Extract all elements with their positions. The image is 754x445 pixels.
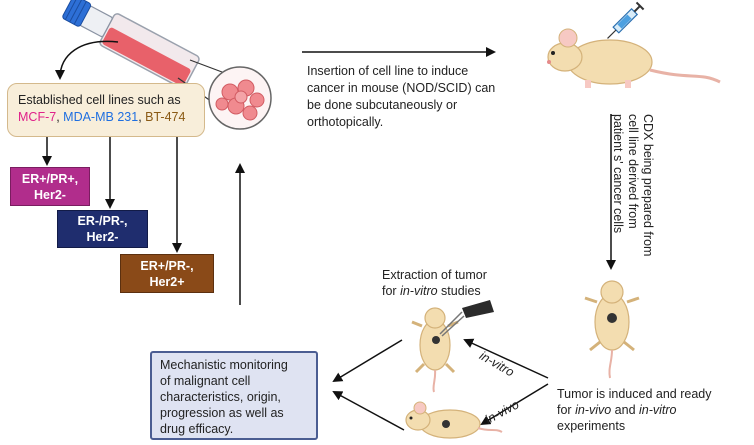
cdx-description: CDX being prepared from cell line derive… [607,114,662,274]
text-line: Tumor is induced and ready [557,387,712,401]
separator: , [138,110,146,124]
subtype-line: ER-/PR-, [77,214,128,228]
text-line: experiments [557,419,626,433]
forceps-glove-icon [439,300,494,337]
text-span: studies [437,284,481,298]
syringe-icon [607,1,645,39]
mouse-dissection-icon [411,307,459,393]
arrow-in-vitro [463,338,549,379]
arrow-to-monitoring-top [332,339,403,383]
mouse-icon [547,28,721,88]
subtype-er-pos-pr-neg-her2-pos: ER+/PR-, Her2+ [120,254,214,293]
monitoring-box: Mechanistic monitoring of malignant cell… [150,351,318,440]
culture-flask-icon [62,0,200,89]
text-span: and [611,403,639,417]
text-line: patient s' cancer cells [611,114,625,234]
text-line: be done subcutaneously or [307,98,458,112]
extraction-description: Extraction of tumor for in-vitro studies [382,267,542,299]
arrow-in-vivo [480,383,549,426]
subtype-er-pos-pr-pos-her2-neg: ER+/PR+, Her2- [10,167,90,206]
arrow-flask-to-cell-lines [55,40,119,80]
text-line: CDX being prepared from [641,114,655,257]
text-line: for in-vivo and in-vitro [557,402,747,418]
cell-lines-box: Established cell lines such as MCF-7, MD… [7,83,205,137]
separator: , [56,110,64,124]
text-line: for in-vitro studies [382,283,542,299]
cell-line-bt-474: BT-474 [145,110,186,124]
tumor-description: Tumor is induced and ready for in-vivo a… [557,386,747,434]
text-line: progression as well as [160,406,284,420]
text-line: cell line derived from [626,114,640,229]
text-span-italic: in-vitro [400,284,438,298]
text-line: Insertion of cell line to induce [307,64,469,78]
text-line: Mechanistic monitoring [160,358,288,372]
text-span: for [382,284,401,298]
text-span: for [557,403,576,417]
arrow-to-monitoring-bottom [332,391,405,431]
subtype-line: Her2- [34,187,66,202]
mouse-small-icon [405,401,503,439]
text-line: of malignant cell [160,374,251,388]
text-span-italic: in-vitro [639,403,677,417]
subtype-line: ER+/PR+, [21,171,79,186]
text-line: Extraction of tumor [382,268,487,282]
subtype-er-neg-pr-neg-her2-neg: ER-/PR-, Her2- [57,210,148,248]
subtype-line: Her2+ [149,274,185,289]
subtype-line: ER+/PR-, [140,258,194,273]
text-line: cancer in mouse (NOD/SCID) can [307,81,496,95]
mouse-supine-icon [584,280,640,379]
subtype-line: Her2- [86,230,119,244]
cell-lines-label: Established cell lines such as [18,93,181,107]
cell-lines-list: MCF-7, MDA-MB 231, BT-474 [18,109,194,126]
text-line: drug efficacy. [160,422,234,436]
text-line: orthotopically. [307,115,384,129]
cell-line-mcf7: MCF-7 [18,110,57,124]
cell-cluster-icon [208,66,272,130]
insertion-description: Insertion of cell line to induce cancer … [307,63,522,131]
text-line: characteristics, origin, [160,390,281,404]
cell-line-mda-mb-231: MDA-MB 231 [63,110,139,124]
text-span-italic: in-vivo [575,403,612,417]
